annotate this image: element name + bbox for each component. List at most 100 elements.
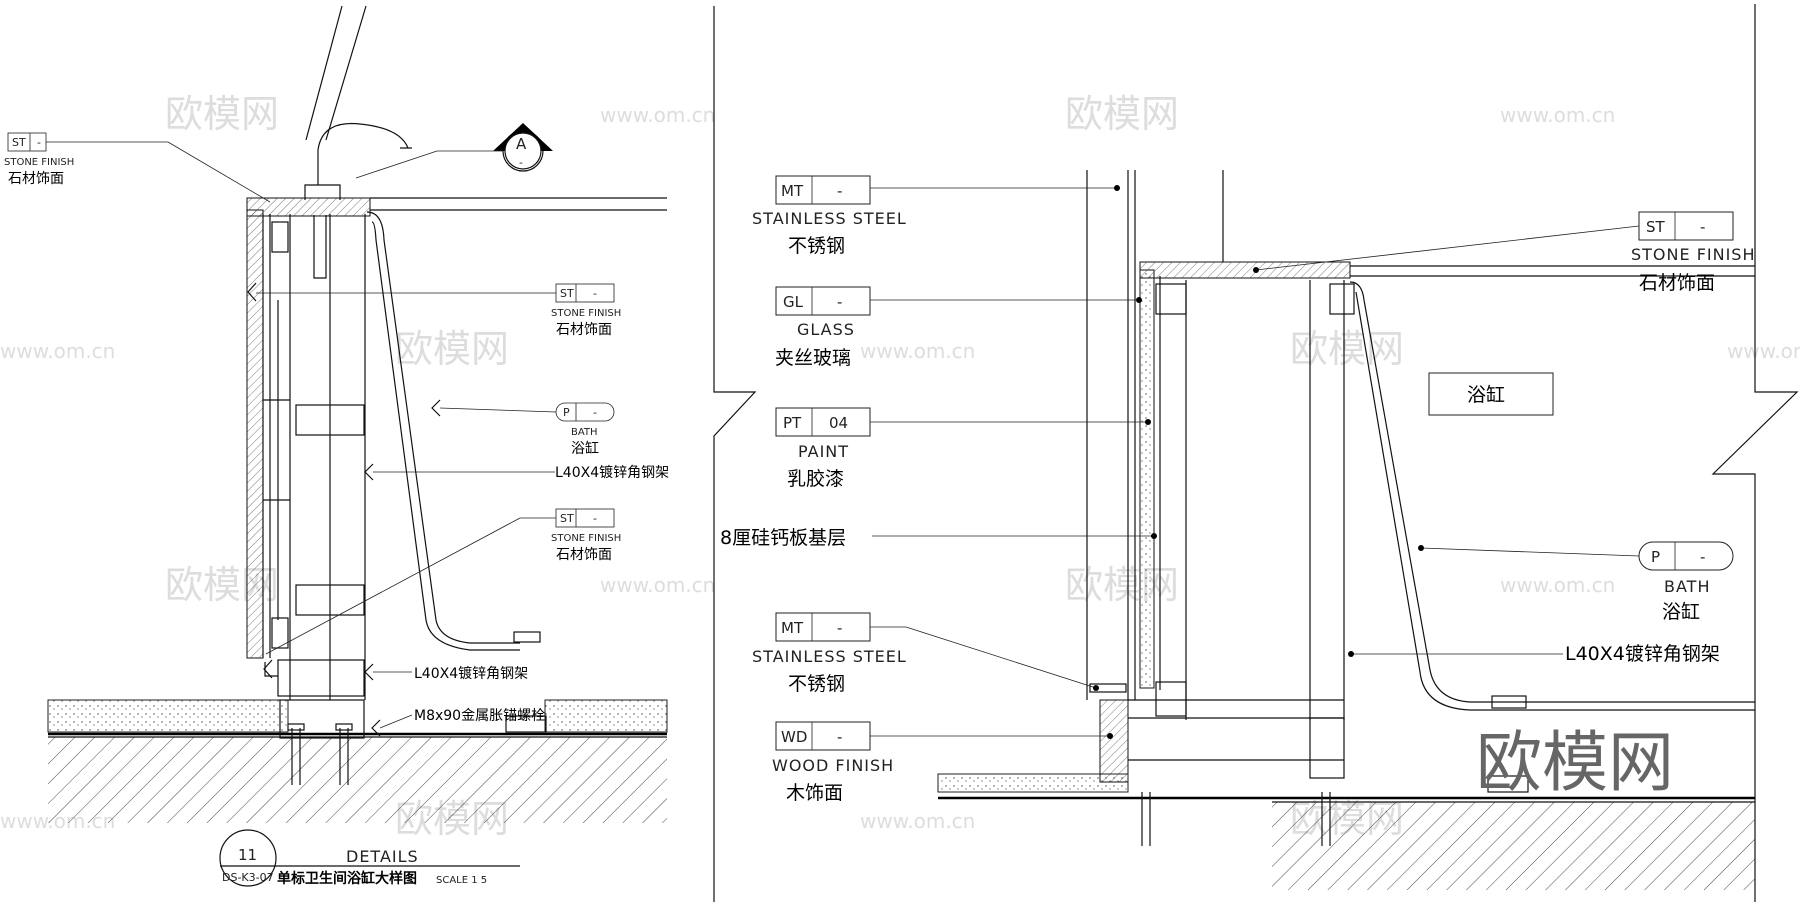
stone-apron-face: [246, 209, 264, 659]
svg-text:-: -: [593, 406, 597, 419]
svg-text:P: P: [1651, 548, 1660, 566]
watermark-url: www.om.cn: [1500, 103, 1615, 127]
concrete-slab-right: [1272, 802, 1755, 890]
svg-text:MT: MT: [781, 182, 804, 200]
svg-text:-: -: [837, 619, 842, 637]
bathtub-shell: [366, 211, 520, 644]
floor-carpet: [937, 773, 1129, 793]
watermark-cn: 欧模网: [1065, 563, 1179, 607]
callout-stone-finish-top: ST - STONE FINISH 石材饰面: [4, 132, 271, 203]
watermark-url: www.om.cn: [0, 339, 115, 363]
right-detail: MT - STAINLESS STEEL 不锈钢 GL - GLASS 夹丝玻璃…: [720, 4, 1799, 902]
svg-text:-: -: [1700, 218, 1705, 236]
svg-text:浴缸: 浴缸: [1662, 601, 1700, 623]
note-silicate-board: 8厘硅钙板基层: [720, 527, 846, 549]
sheet-divider-right: [1711, 4, 1799, 902]
faucet: [304, 122, 412, 200]
svg-text:-: -: [593, 512, 597, 525]
watermark-cn: 欧模网: [165, 92, 279, 136]
svg-text:PAINT: PAINT: [798, 442, 849, 461]
svg-text:STONE FINISH: STONE FINISH: [4, 157, 74, 168]
callout-bath-right: P - BATH 浴缸: [1418, 541, 1734, 623]
svg-text:PT: PT: [783, 414, 802, 432]
sheet-divider-left: [713, 6, 757, 902]
wood-base: [1099, 699, 1129, 783]
svg-text:-: -: [837, 728, 842, 746]
title-name: 单标卫生间浴缸大样图: [277, 870, 417, 887]
svg-text:浴缸: 浴缸: [1467, 384, 1505, 406]
svg-text:STONE FINISH: STONE FINISH: [1631, 245, 1755, 264]
svg-text:-: -: [1700, 548, 1705, 566]
callout-stone-finish-mid: ST - STONE FINISH 石材饰面: [256, 283, 621, 338]
note-angle-steel-2: L40X4镀锌角钢架: [414, 665, 528, 682]
deck-stone: [246, 197, 371, 217]
watermark-url: www.om.cn: [600, 573, 715, 597]
svg-text:石材饰面: 石材饰面: [8, 171, 64, 187]
left-detail: A - ST - STONE FINISH 石材饰面 ST - STONE FI…: [4, 5, 757, 902]
svg-text:MT: MT: [781, 619, 804, 637]
svg-text:-: -: [837, 182, 842, 200]
watermark-url: www.om.cn: [860, 339, 975, 363]
svg-text:石材饰面: 石材饰面: [1639, 272, 1715, 294]
floor-screed-right: [544, 699, 668, 733]
callout-stone-finish-low: ST - STONE FINISH 石材饰面: [265, 508, 621, 655]
svg-text:-: -: [37, 136, 41, 149]
svg-text:WD: WD: [781, 728, 807, 746]
callout-paint: PT 04 PAINT 乳胶漆: [775, 407, 1151, 490]
concrete-slab: [48, 737, 667, 823]
svg-text:乳胶漆: 乳胶漆: [787, 468, 844, 490]
silicate-board: [1139, 269, 1155, 689]
watermark-logo: 欧模网: [1476, 724, 1674, 801]
bathtub-shell-right: [1349, 281, 1755, 703]
svg-text:STAINLESS STEEL: STAINLESS STEEL: [752, 209, 907, 228]
svg-text:-: -: [593, 287, 597, 300]
svg-text:石材饰面: 石材饰面: [556, 322, 612, 338]
svg-text:GL: GL: [783, 293, 804, 311]
deck-stone-right: [1139, 261, 1351, 279]
svg-text:石材饰面: 石材饰面: [556, 547, 612, 563]
svg-text:ST: ST: [12, 136, 26, 149]
svg-text:BATH: BATH: [571, 427, 598, 438]
svg-text:不锈钢: 不锈钢: [788, 673, 845, 695]
svg-text:WOOD FINISH: WOOD FINISH: [772, 756, 894, 775]
svg-text:04: 04: [829, 414, 848, 432]
callout-stone-finish-right: ST - STONE FINISH 石材饰面: [1253, 211, 1755, 294]
section-letter: A: [516, 135, 527, 153]
svg-text:-: -: [519, 156, 523, 169]
svg-text:-: -: [837, 293, 842, 311]
title-heading: DETAILS: [346, 847, 419, 866]
watermark-url: www.om.cn: [1500, 573, 1615, 597]
sheet-number: DS-K3-07: [222, 871, 274, 884]
watermark-url: www.om.cn: [860, 809, 975, 833]
svg-text:GLASS: GLASS: [797, 320, 855, 339]
floor-screed: [47, 699, 289, 733]
svg-text:BATH: BATH: [1664, 577, 1710, 596]
svg-text:STONE FINISH: STONE FINISH: [551, 308, 621, 319]
callout-glass: GL - GLASS 夹丝玻璃: [775, 286, 1142, 369]
note-anchor-bolt: M8x90金属胀锚螺栓: [414, 708, 545, 724]
svg-text:STONE FINISH: STONE FINISH: [551, 533, 621, 544]
watermark-cn: 欧模网: [1290, 327, 1404, 371]
detail-number: 11: [238, 846, 257, 864]
callout-wood-finish: WD - WOOD FINISH 木饰面: [772, 721, 1113, 804]
svg-text:ST: ST: [1646, 218, 1666, 236]
room-label: 浴缸: [1428, 372, 1554, 416]
watermark-cn: 欧模网: [395, 327, 509, 371]
note-angle-steel-right: L40X4镀锌角钢架: [1565, 643, 1720, 665]
svg-text:P: P: [563, 406, 570, 419]
svg-text:不锈钢: 不锈钢: [788, 235, 845, 257]
watermark-url: www.om.cn: [1727, 339, 1800, 363]
watermark-cn: 欧模网: [1065, 92, 1179, 136]
svg-text:木饰面: 木饰面: [786, 782, 843, 804]
watermark-url: www.om.cn: [600, 103, 715, 127]
title-scale: SCALE 1 5: [436, 875, 487, 886]
svg-text:浴缸: 浴缸: [571, 440, 599, 457]
svg-text:ST: ST: [560, 512, 574, 525]
note-angle-steel-1: L40X4镀锌角钢架: [555, 464, 669, 481]
title-block: 11 DS-K3-07 DETAILS 单标卫生间浴缸大样图 SCALE 1 5: [219, 829, 520, 887]
callout-stainless-steel-top: MT - STAINLESS STEEL 不锈钢: [752, 175, 1120, 257]
callout-bath-left: P - BATH 浴缸: [439, 402, 615, 457]
svg-text:STAINLESS STEEL: STAINLESS STEEL: [752, 647, 907, 666]
svg-text:ST: ST: [560, 287, 574, 300]
